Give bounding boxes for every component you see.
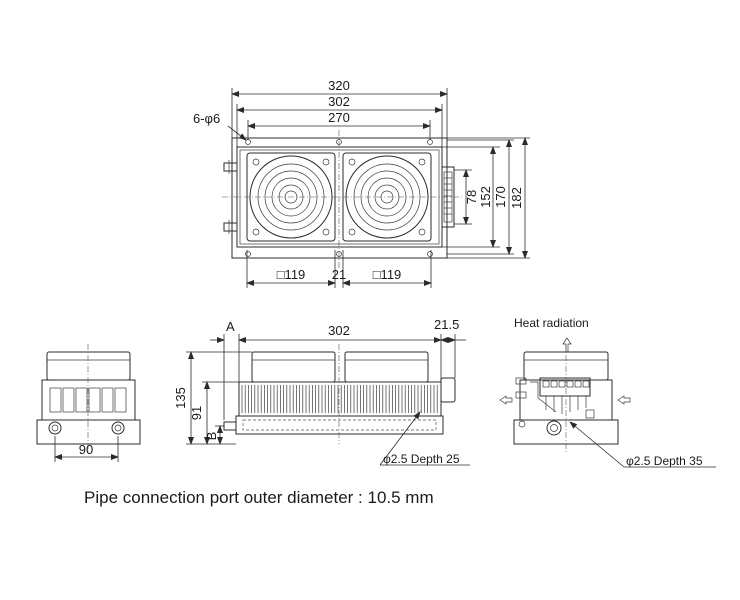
terminal-strip bbox=[539, 377, 591, 397]
dim-fan-left: □119 bbox=[277, 267, 306, 282]
dim-fan-gap: 21 bbox=[332, 267, 346, 282]
dim-height-152: 152 bbox=[478, 186, 493, 208]
front-depth-note: φ2.5 Depth 25 bbox=[383, 452, 460, 466]
front-dim-height-135: 135 bbox=[173, 387, 188, 409]
left-side-view: 90 bbox=[36, 344, 141, 462]
arrow-left-in-icon bbox=[499, 395, 513, 405]
base-plate bbox=[231, 137, 448, 259]
dim-fan-right: □119 bbox=[373, 267, 402, 282]
top-view: 320 302 270 6-φ6 78 152 170 182 bbox=[193, 78, 530, 288]
right-side-view: Heat radiation φ2.5 De bbox=[499, 316, 716, 468]
front-dim-offset: 21.5 bbox=[434, 317, 459, 332]
front-dim-height-91: 91 bbox=[189, 406, 204, 420]
arrow-up-icon bbox=[562, 337, 572, 353]
dim-width-270: 270 bbox=[328, 110, 350, 125]
dim-height-182: 182 bbox=[509, 187, 524, 209]
heat-radiation-label: Heat radiation bbox=[514, 316, 589, 330]
dim-spacing-90: 90 bbox=[79, 442, 93, 457]
cooling-fins bbox=[241, 385, 438, 413]
dim-width-320: 320 bbox=[328, 78, 350, 93]
pipe-caption: Pipe connection port outer diameter : 10… bbox=[84, 488, 434, 507]
front-view: 302 A 21.5 135 91 B φ2.5 Depth 25 bbox=[173, 317, 470, 466]
front-dim-length-302: 302 bbox=[328, 323, 350, 338]
dim-height-78: 78 bbox=[464, 190, 479, 204]
pipe-stub-lower bbox=[223, 222, 238, 232]
pipe-stub-upper bbox=[223, 162, 238, 172]
arrow-right-in-icon bbox=[617, 395, 631, 405]
front-dim-b: B bbox=[204, 432, 219, 441]
dim-width-302: 302 bbox=[328, 94, 350, 109]
right-depth-note: φ2.5 Depth 35 bbox=[626, 454, 703, 468]
front-dim-a: A bbox=[226, 319, 235, 334]
dim-holes-label: 6-φ6 bbox=[193, 111, 220, 126]
dim-height-170: 170 bbox=[493, 186, 508, 208]
